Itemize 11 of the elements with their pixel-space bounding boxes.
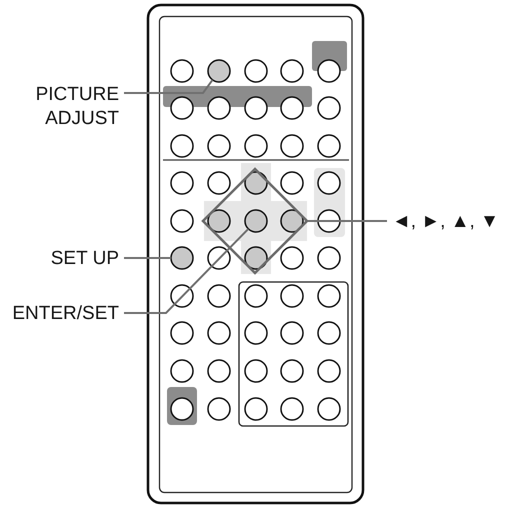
leader-line bbox=[124, 228, 250, 314]
enter-button bbox=[244, 209, 268, 233]
callout-label: ◄, ►, ▲, ▼ bbox=[387, 210, 499, 233]
picture-adjust-button bbox=[207, 59, 231, 83]
callout-label: PICTURE ADJUST bbox=[15, 83, 124, 130]
callout-label: SET UP bbox=[50, 246, 124, 270]
leader-line bbox=[307, 220, 387, 222]
set-up-button bbox=[170, 246, 194, 270]
leader-line bbox=[124, 257, 171, 259]
leader-line bbox=[124, 79, 214, 94]
callout-label: ENTER/SET bbox=[12, 302, 124, 325]
